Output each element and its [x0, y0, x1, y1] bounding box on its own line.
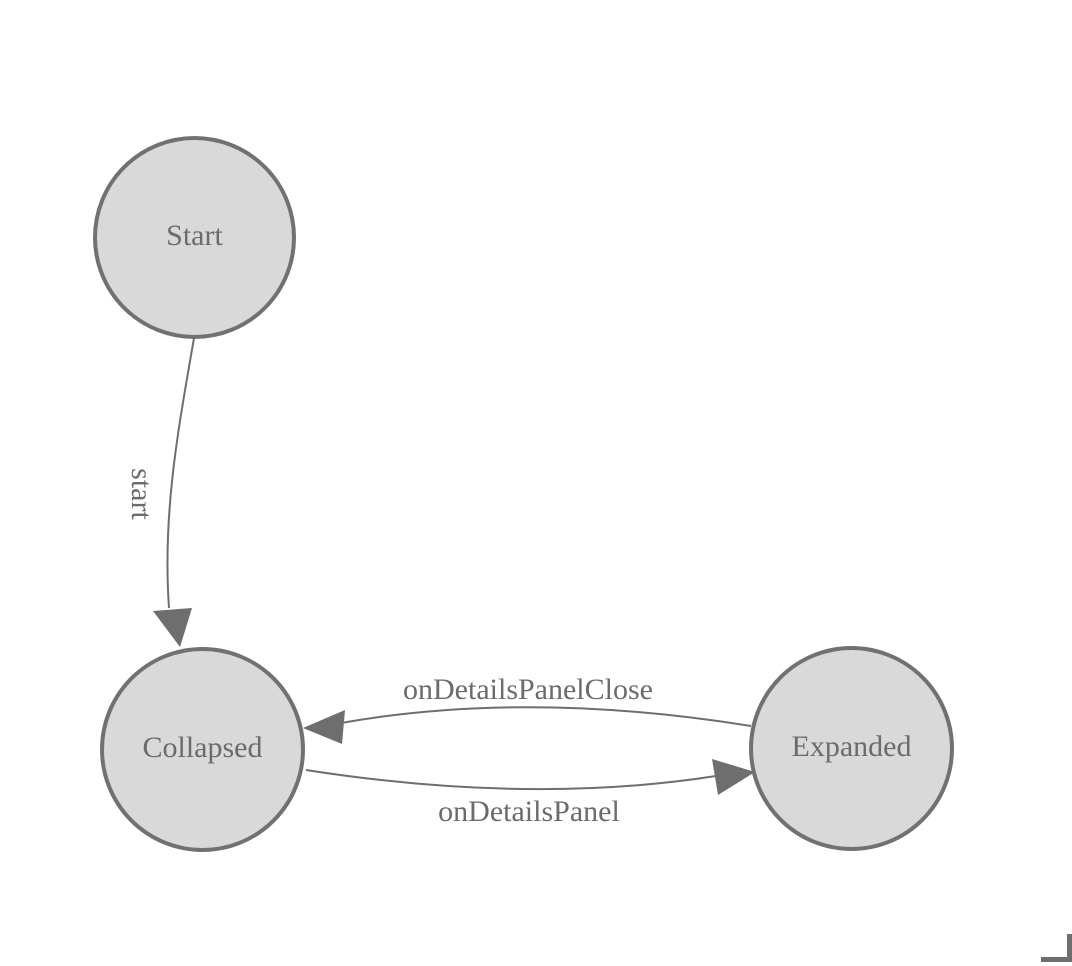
edge-start-to-collapsed	[166, 337, 195, 609]
state-node-expanded-label: Expanded	[791, 729, 912, 763]
resize-corner-bracket-icon	[1067, 934, 1072, 962]
edge-label-ondetailspanelclose: onDetailsPanelClose	[403, 673, 653, 706]
state-node-start[interactable]: Start	[93, 136, 296, 339]
arrowhead-expanded-to-collapsed	[303, 710, 345, 744]
state-node-start-label: Start	[166, 218, 223, 252]
state-node-collapsed[interactable]: Collapsed	[100, 647, 305, 852]
edge-label-start: start	[125, 468, 158, 520]
state-node-expanded[interactable]: Expanded	[749, 646, 954, 851]
arrowhead-collapsed-to-expanded	[712, 759, 755, 795]
resize-corner-bracket-icon	[1041, 957, 1072, 962]
edge-label-ondetailspanel: onDetailsPanel	[438, 795, 620, 828]
edge-expanded-to-collapsed	[340, 706, 752, 727]
resize-corner-handle[interactable]	[1041, 934, 1072, 962]
state-node-collapsed-label: Collapsed	[142, 730, 263, 764]
arrowhead-start-to-collapsed	[153, 608, 192, 647]
edge-collapsed-to-expanded	[305, 769, 717, 791]
